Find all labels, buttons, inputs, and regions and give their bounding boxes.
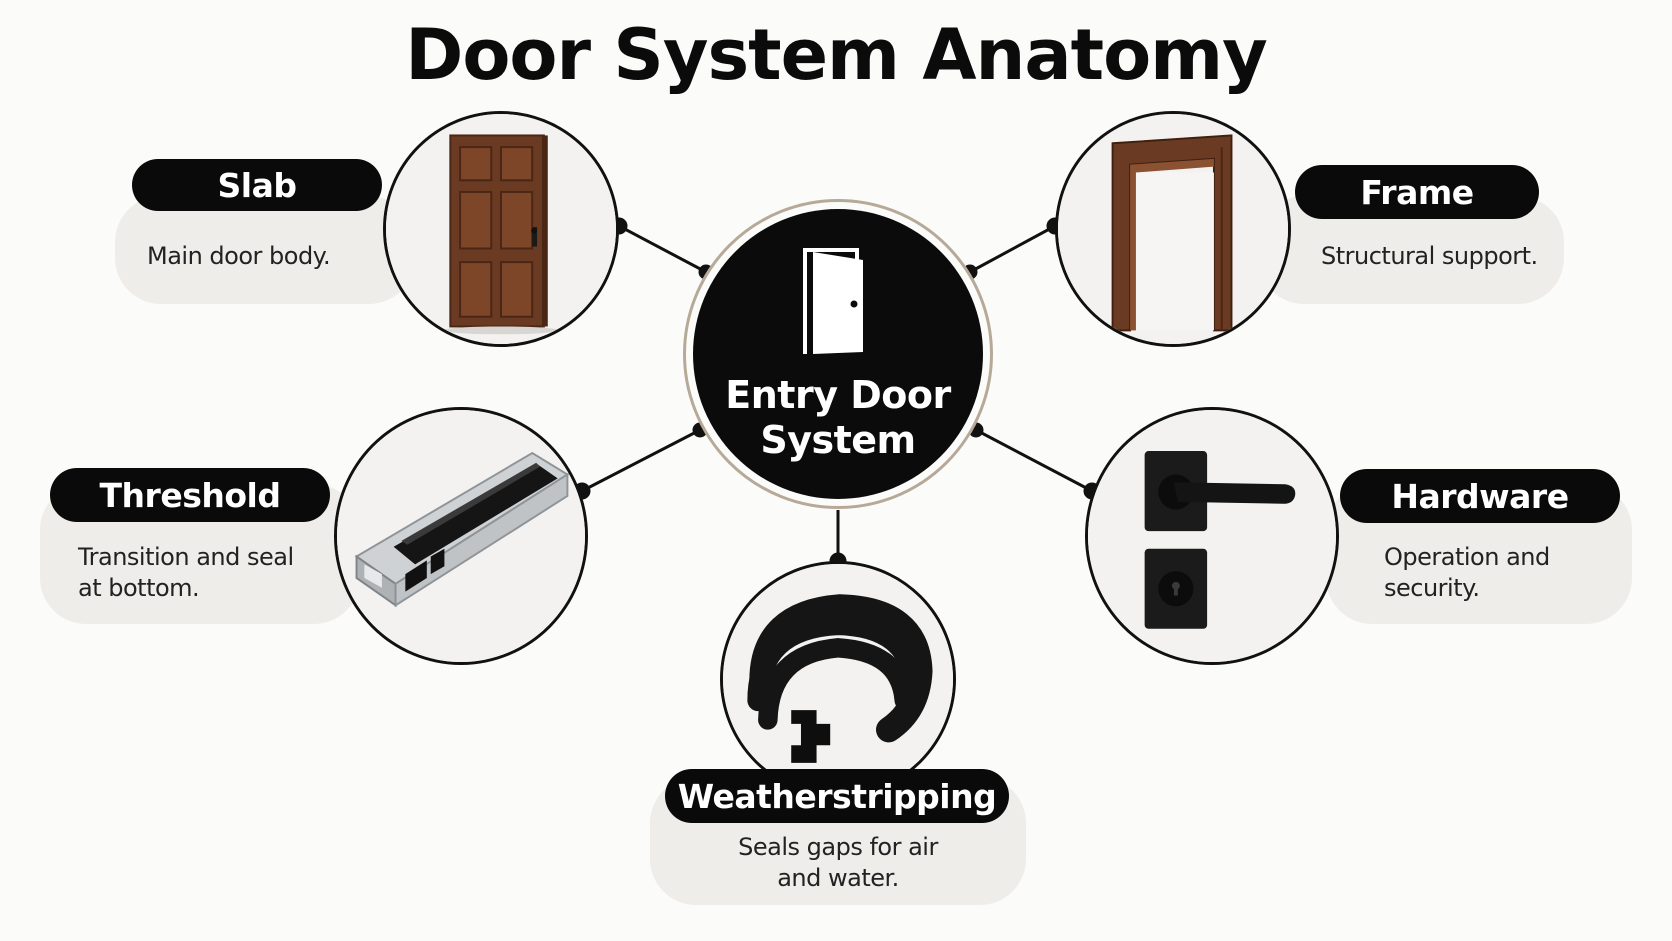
- threshold-desc-line-1: Transition and seal: [78, 543, 294, 571]
- threshold-description: Transition and seal at bottom.: [78, 542, 294, 604]
- weatherstripping-desc-line-2: and water.: [777, 864, 899, 892]
- open-door-icon: [803, 248, 863, 354]
- connector-threshold: [581, 428, 701, 493]
- hardware-desc-line-1: Operation and: [1384, 543, 1550, 571]
- weatherstripping-desc-line-1: Seals gaps for air: [738, 833, 938, 861]
- wooden-door-frame-image: [1058, 114, 1288, 344]
- wooden-door-slab-image: [386, 114, 616, 344]
- rubber-seal-coil-image: [723, 564, 953, 794]
- frame-description: Structural support.: [1321, 241, 1538, 272]
- hardware-desc-line-2: security.: [1384, 574, 1480, 602]
- connector-hardware: [975, 428, 1093, 493]
- hardware-description: Operation and security.: [1384, 542, 1550, 604]
- frame-desc-line: Structural support.: [1321, 242, 1538, 270]
- hardware-photo: [1085, 407, 1339, 665]
- lever-handle-and-deadbolt-image: [1088, 410, 1336, 662]
- weatherstripping-label: Weatherstripping: [665, 769, 1009, 823]
- threshold-desc-line-2: at bottom.: [78, 574, 200, 602]
- frame-label: Frame: [1295, 165, 1539, 219]
- threshold-label: Threshold: [50, 468, 330, 522]
- weatherstripping-photo: [720, 561, 956, 797]
- aluminum-threshold-image: [337, 410, 585, 662]
- hub-title-line-2: System: [760, 418, 916, 462]
- page-title: Door System Anatomy: [405, 14, 1268, 96]
- connector-frame: [969, 224, 1056, 274]
- weatherstripping-description: Seals gaps for air and water.: [650, 832, 1026, 894]
- hardware-label: Hardware: [1340, 469, 1620, 523]
- hub-title: Entry Door System: [693, 373, 983, 463]
- slab-photo: [383, 111, 619, 347]
- slab-label: Slab: [132, 159, 382, 211]
- connector-slab: [618, 224, 707, 274]
- slab-description: Main door body.: [147, 241, 331, 272]
- frame-photo: [1055, 111, 1291, 347]
- threshold-photo: [334, 407, 588, 665]
- slab-desc-line: Main door body.: [147, 242, 331, 270]
- slab-card: [115, 196, 415, 304]
- hub-title-line-1: Entry Door: [725, 373, 951, 417]
